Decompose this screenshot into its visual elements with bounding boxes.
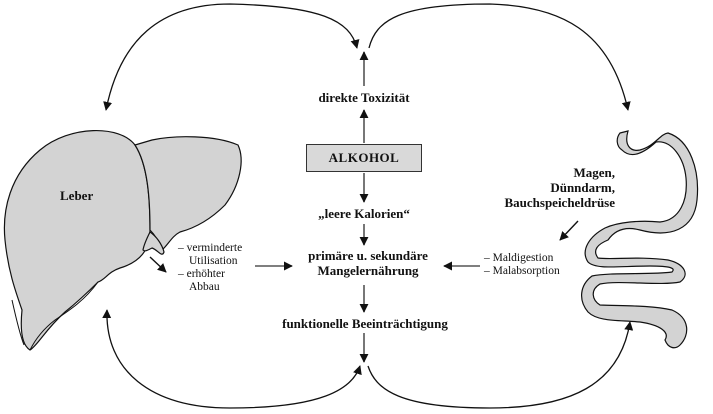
empty-calories-label: „leere Kalorien“ — [318, 206, 410, 221]
malnutrition-label-line1: primäre u. sekundäre — [308, 248, 428, 263]
gi-label-line1: Magen, — [573, 165, 615, 180]
liver-lower-fold — [29, 281, 99, 351]
arrow-gi-to-effects — [559, 220, 579, 241]
alcohol-box: ALKOHOL — [306, 144, 422, 172]
arc-top-left — [103, 3, 360, 111]
liver-gallbladder — [142, 231, 165, 255]
arc-bottom-right — [367, 321, 634, 409]
stomach-intestine-illustration — [581, 130, 699, 349]
liver-effect-1: – verminderte — [178, 242, 243, 254]
malnutrition-label-line2: Mangelernährung — [317, 263, 419, 278]
arc-bottom-left — [102, 309, 362, 409]
liver-label: Leber — [60, 188, 94, 203]
liver-effect-2b: Abbau — [189, 281, 220, 293]
liver-left-lobe — [3, 129, 151, 351]
gi-label-line2: Dünndarm, — [550, 180, 615, 195]
liver-illustration — [3, 129, 242, 351]
gi-effect-maldigestion: – Maldigestion — [484, 252, 554, 264]
arrow-liver-to-effects — [149, 256, 167, 273]
functional-impairment-label: funktionelle Beeinträchtigung — [282, 316, 448, 331]
outer-cycle-arrows — [102, 3, 634, 409]
liver-effect-1b: Utilisation — [189, 255, 238, 267]
central-connectors — [255, 51, 480, 363]
stomach — [581, 130, 699, 349]
liver-right-lobe — [134, 136, 242, 251]
gi-label-line3: Bauchspeicheldrüse — [504, 195, 615, 210]
liver-inner-line — [11, 299, 25, 346]
liver-effect-2: – erhöhter — [178, 268, 225, 280]
toxicity-label: direkte Toxizität — [318, 90, 410, 105]
arc-top-right — [368, 3, 631, 111]
organ-arrows — [149, 220, 579, 273]
gi-effect-malabsorption: – Malabsorption — [484, 265, 560, 277]
